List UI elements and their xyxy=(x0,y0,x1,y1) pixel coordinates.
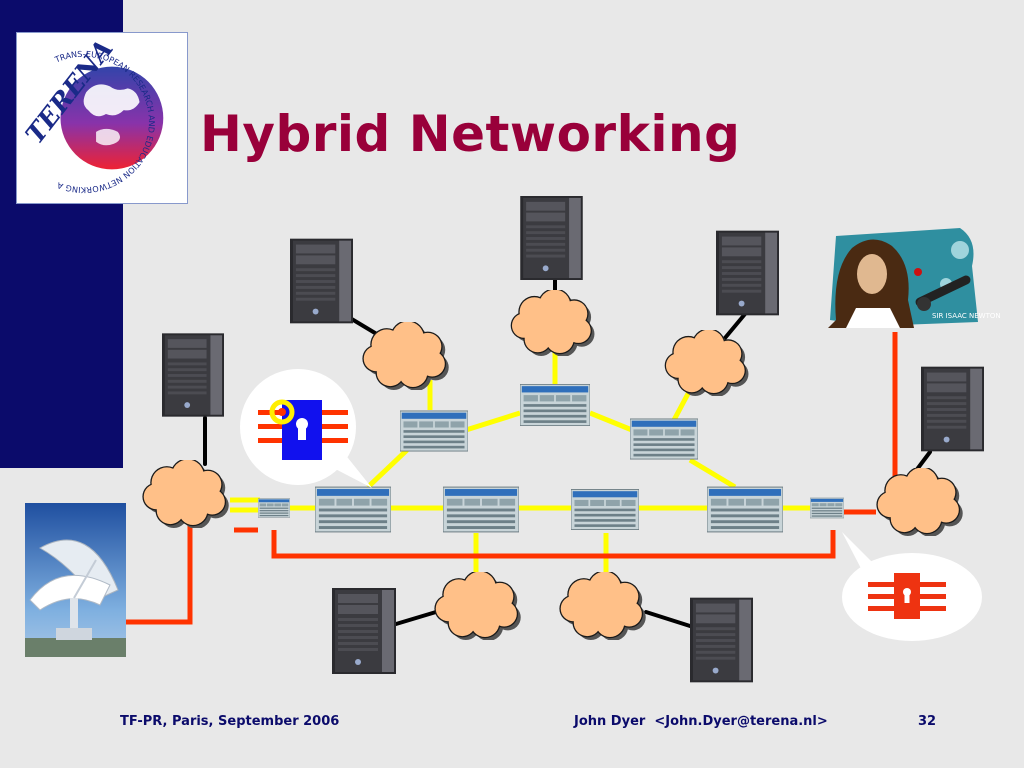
cloud-icon xyxy=(664,330,749,396)
server-icon xyxy=(290,238,353,324)
router-icon xyxy=(520,384,590,426)
router-icon xyxy=(630,418,698,460)
lightpath-links xyxy=(126,332,898,625)
router-icon xyxy=(400,410,468,452)
optical-switch-icon xyxy=(868,573,946,619)
optical-switch-icon xyxy=(258,399,348,460)
server-icon xyxy=(520,196,583,280)
server-icon xyxy=(162,333,224,417)
router-icon xyxy=(571,488,639,531)
ip-links xyxy=(230,340,810,578)
cloud-icon xyxy=(142,460,229,528)
server-icon xyxy=(921,366,984,452)
router-icon xyxy=(443,486,519,533)
router-icon xyxy=(315,486,391,533)
portrait-caption: SIR ISAAC NEWTON xyxy=(932,312,1001,320)
terena-logo: TRANS-EUROPEAN RESEARCH AND EDUCATION NE… xyxy=(16,32,188,204)
slide-title: Hybrid Networking xyxy=(200,105,741,163)
terena-logo-icon: TRANS-EUROPEAN RESEARCH AND EDUCATION NE… xyxy=(17,33,164,195)
cloud-icon xyxy=(362,322,449,390)
footer-page-number: 32 xyxy=(918,714,937,729)
footer-event: TF-PR, Paris, September 2006 xyxy=(120,714,340,729)
callout-optical-switch-blue xyxy=(240,369,372,488)
cloud-icon xyxy=(559,572,646,640)
server-icon xyxy=(332,588,396,674)
router-icon xyxy=(810,497,844,519)
server-icon xyxy=(716,230,779,316)
footer-author: John Dyer <John.Dyer@terena.nl> xyxy=(574,714,828,729)
server-icon xyxy=(690,597,753,683)
newton-portrait-icon: SIR ISAAC NEWTON xyxy=(828,228,1001,328)
router-icon xyxy=(258,498,290,518)
cloud-icon xyxy=(434,572,521,640)
callout-optical-switch-red xyxy=(842,532,982,641)
radio-telescope-icon xyxy=(25,503,126,657)
router-icon xyxy=(707,486,783,533)
cloud-icon xyxy=(876,468,963,536)
hybrid-network-diagram: SIR ISAAC NEWTON xyxy=(25,196,1001,683)
cloud-icon xyxy=(510,290,595,356)
